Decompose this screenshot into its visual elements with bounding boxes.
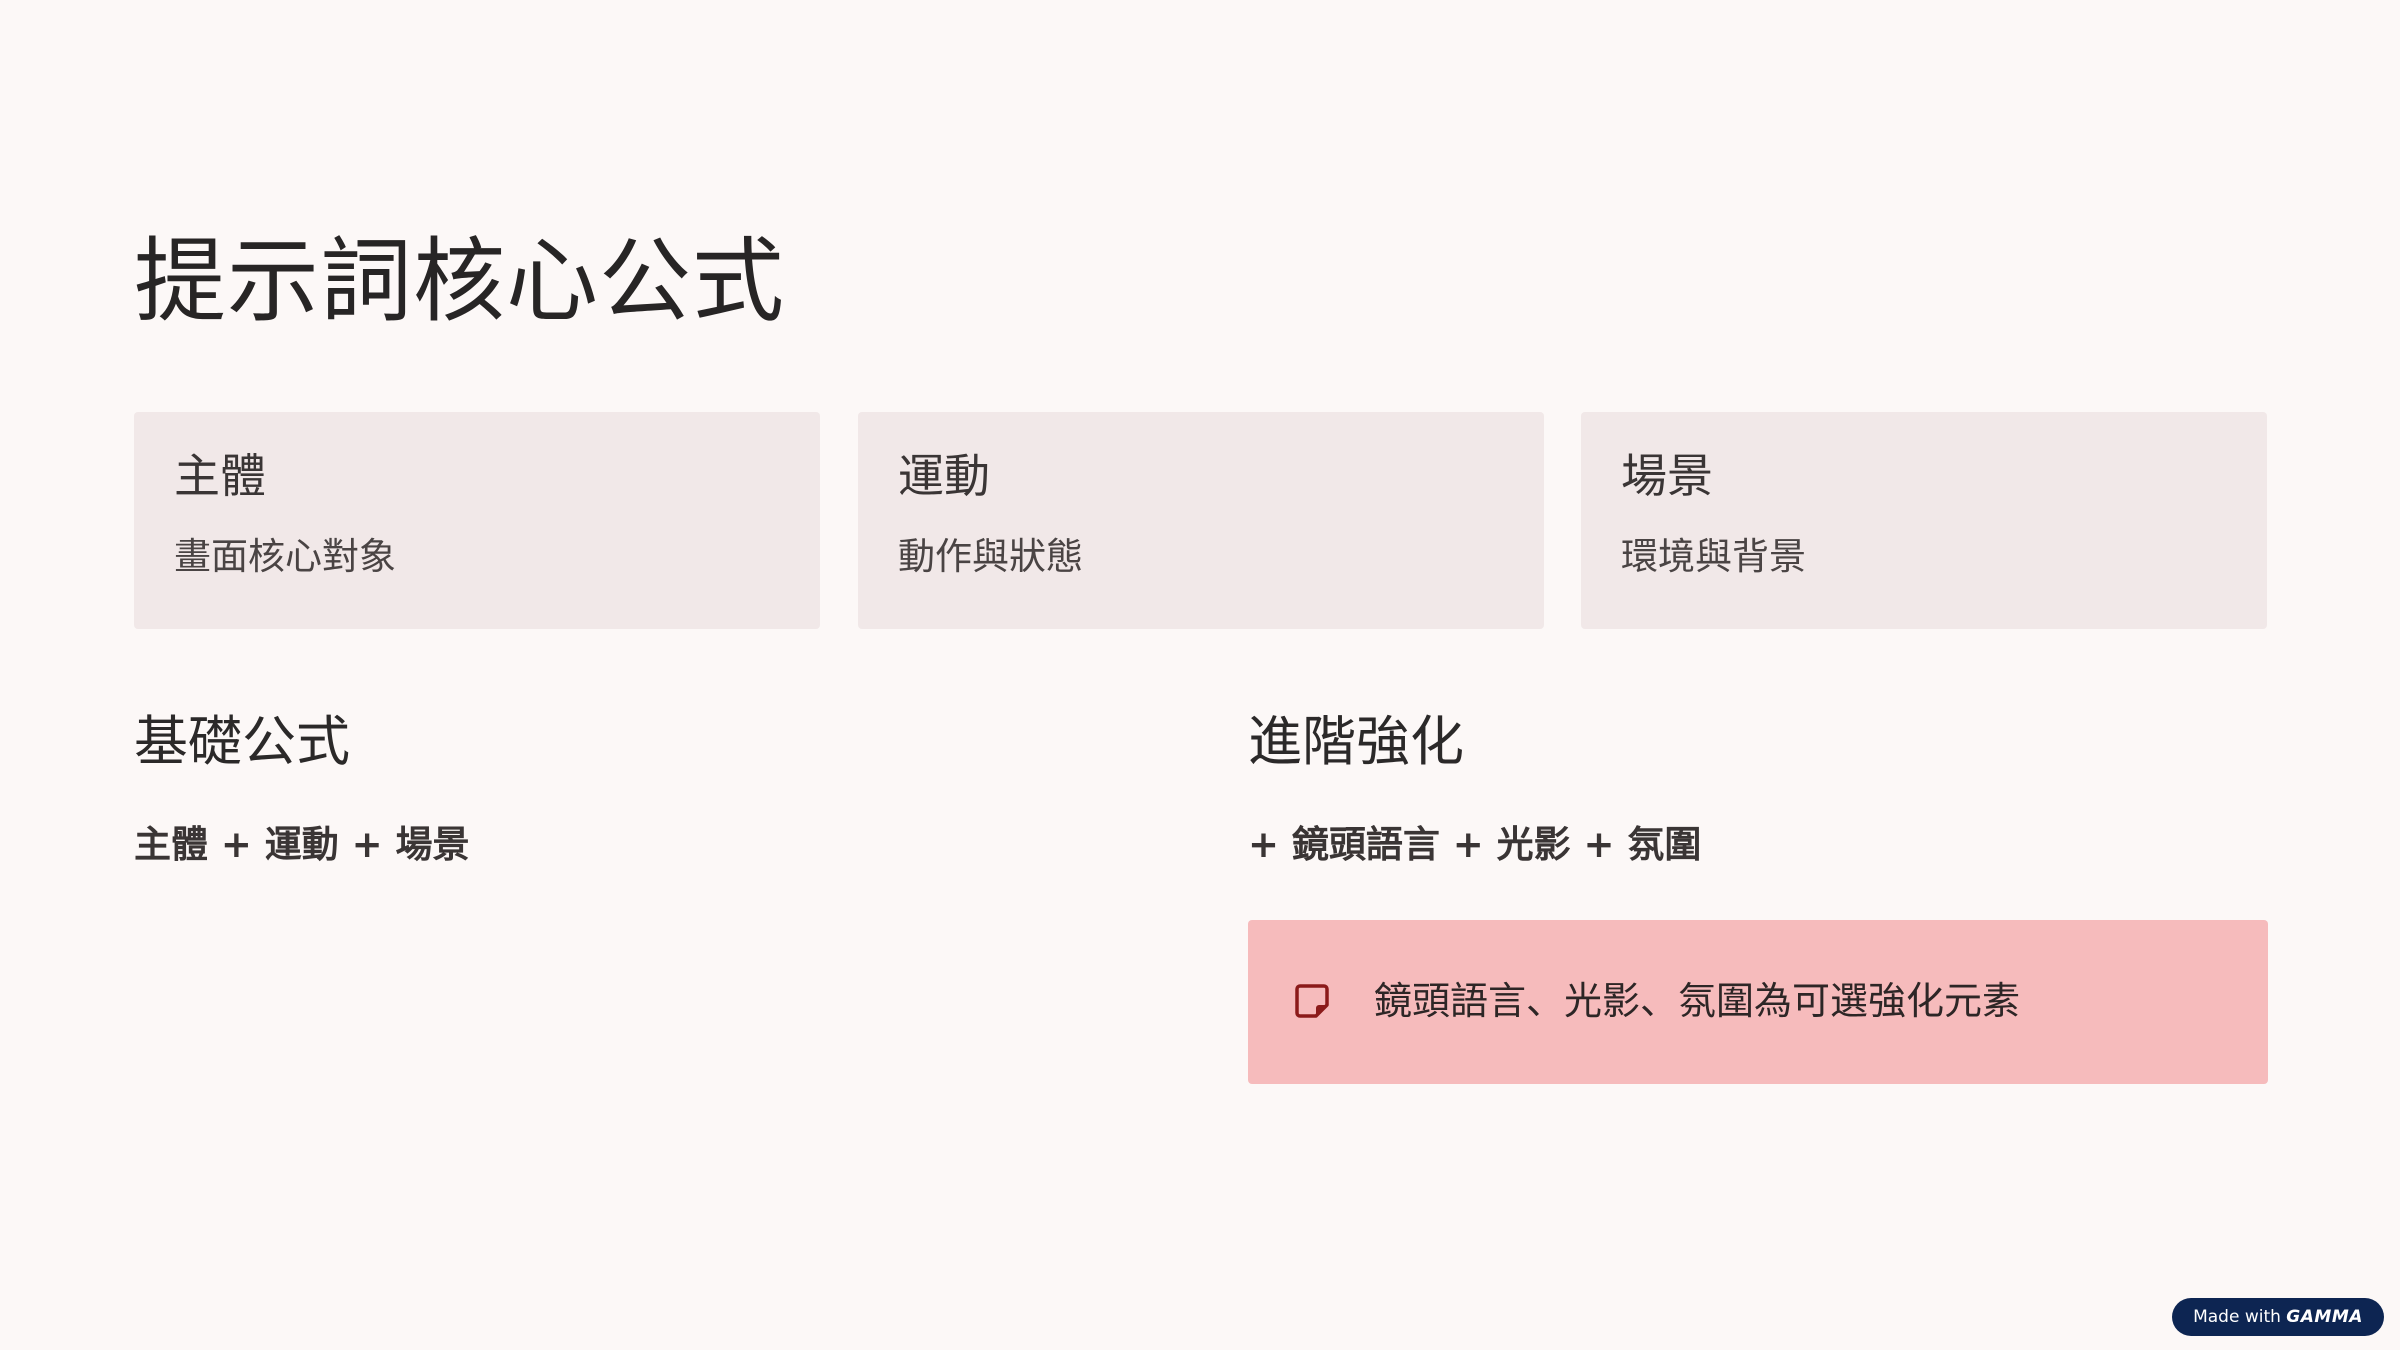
page-title: 提示詞核心公式 xyxy=(134,228,786,335)
advanced-formula: + 鏡頭語言 + 光影 + 氛圍 xyxy=(1248,823,1702,866)
basic-formula-heading: 基礎公式 xyxy=(134,710,350,773)
note-icon xyxy=(1292,981,1332,1021)
card-title: 場景 xyxy=(1621,449,1713,503)
card-description: 畫面核心對象 xyxy=(174,535,396,578)
card-title: 主體 xyxy=(174,449,266,503)
note-callout: 鏡頭語言、光影、氛圍為可選強化元素 xyxy=(1248,920,2268,1084)
card-title: 運動 xyxy=(898,449,990,503)
card-description: 環境與背景 xyxy=(1621,535,1806,578)
badge-prefix: Made with xyxy=(2193,1307,2281,1327)
advanced-heading: 進階強化 xyxy=(1248,710,1464,773)
card-description: 動作與狀態 xyxy=(898,535,1083,578)
card-scene: 場景 環境與背景 xyxy=(1581,412,2267,629)
card-subject: 主體 畫面核心對象 xyxy=(134,412,820,629)
made-with-gamma-badge[interactable]: Made with GAMMA xyxy=(2172,1298,2384,1336)
gamma-logo: GAMMA xyxy=(2286,1307,2363,1327)
card-motion: 運動 動作與狀態 xyxy=(858,412,1544,629)
note-text: 鏡頭語言、光影、氛圍為可選強化元素 xyxy=(1374,979,2021,1023)
basic-formula: 主體 + 運動 + 場景 xyxy=(134,823,470,866)
